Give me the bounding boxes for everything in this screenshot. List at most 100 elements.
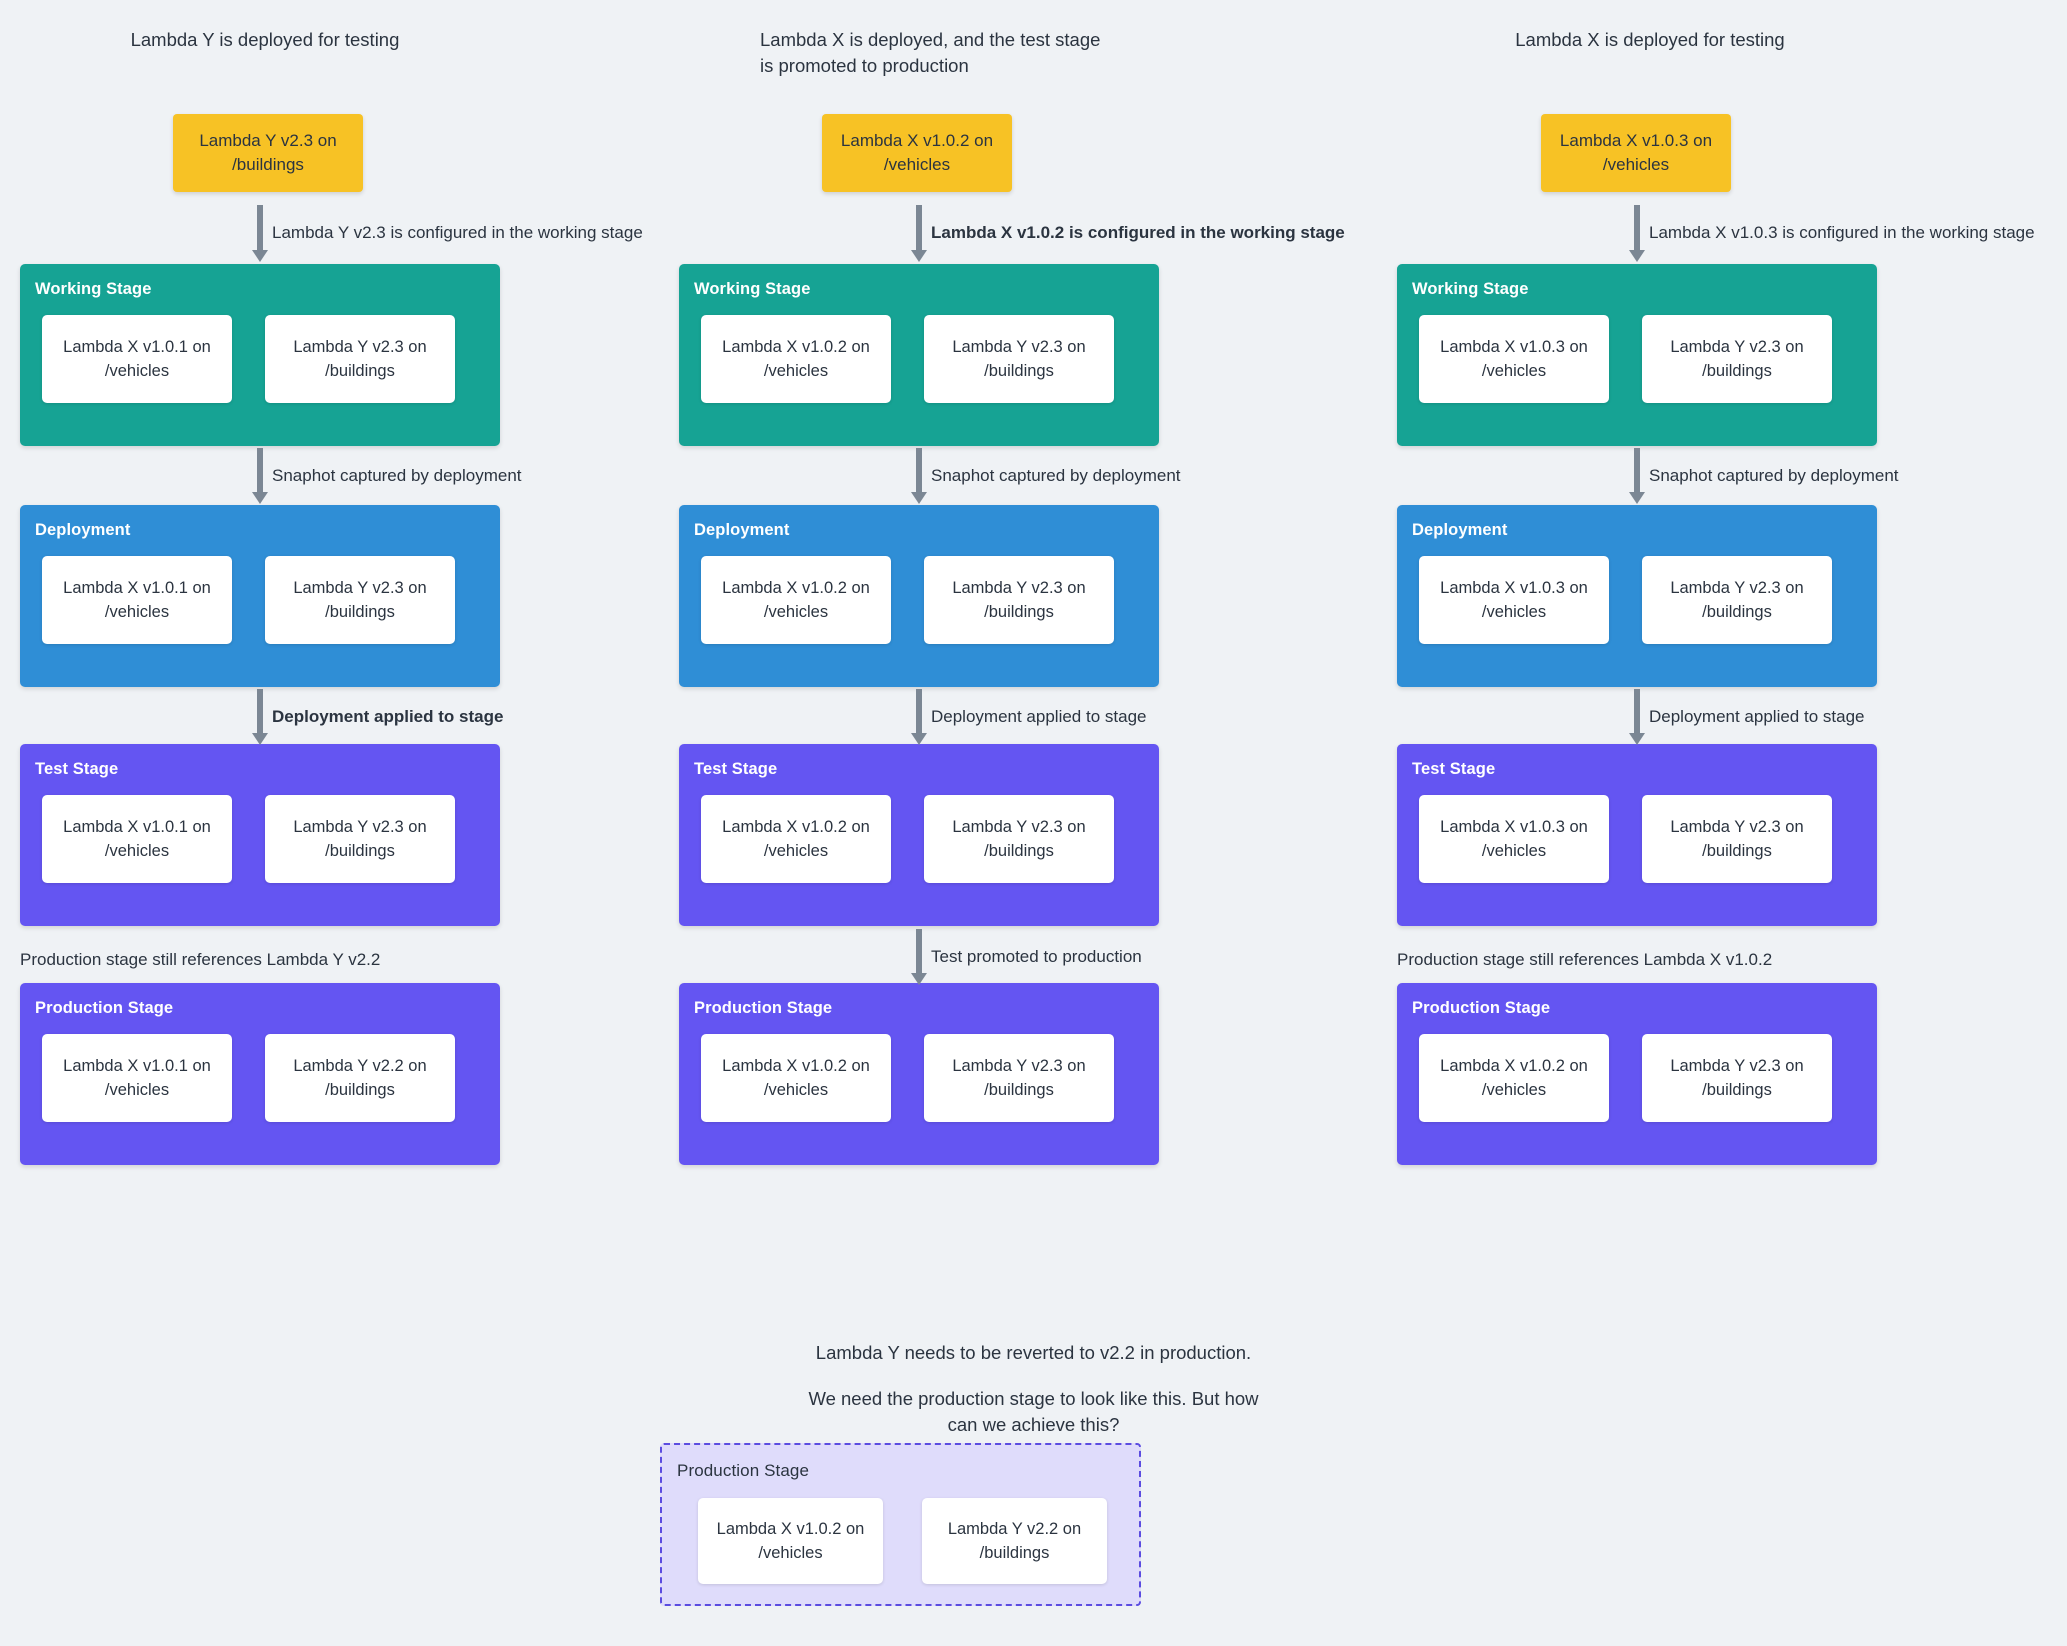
lambda-card: Lambda X v1.0.3 on/vehicles (1419, 315, 1609, 403)
lambda-card: Lambda Y v2.3 on/buildings (1642, 1034, 1832, 1122)
lambda-card-line-1: Lambda X v1.0.3 on (1440, 579, 1588, 597)
lambda-card: Lambda Y v2.3 on/buildings (924, 1034, 1114, 1122)
stage-body: Lambda X v1.0.3 on/vehicles Lambda Y v2.3… (1419, 556, 1832, 644)
lambda-card-line-2: /vehicles (104, 842, 170, 860)
lambda-card: Lambda X v1.0.1 on/vehicles (42, 315, 232, 403)
flow-arrow-2-label: Snaphot captured by deployment (1649, 466, 1899, 485)
lambda-card-line-1: Lambda X v1.0.2 on (722, 338, 870, 356)
lambda-card-line-2: /buildings (979, 1544, 1050, 1562)
lambda-card: Lambda Y v2.3 on/buildings (265, 556, 455, 644)
lambda-card: Lambda Y v2.3 on/buildings (1642, 315, 1832, 403)
production-note-label: Production stage still references Lambda… (20, 950, 381, 969)
lambda-card-line-2: /vehicles (763, 362, 829, 380)
lambda-card-line-2: /vehicles (1481, 842, 1547, 860)
lambda-card-line-1: Lambda Y v2.3 on (293, 338, 427, 356)
lambda-card-line-1: Lambda Y v2.3 on (952, 338, 1086, 356)
stage-body: Lambda X v1.0.1 on/vehicles Lambda Y v2.3… (42, 795, 455, 883)
lambda-card-line-1: Lambda X v1.0.3 on (1440, 338, 1588, 356)
stage-title: Production Stage (694, 999, 833, 1017)
source-lambda-line-2: /vehicles (883, 155, 951, 174)
lambda-card-line-2: /buildings (1702, 603, 1772, 621)
source-lambda-box: Lambda X v1.0.3 on/vehicles (1541, 114, 1731, 192)
stage-title: Working Stage (694, 280, 811, 298)
stage-body: Lambda X v1.0.3 on/vehicles Lambda Y v2.3… (1419, 315, 1832, 403)
lambda-card: Lambda Y v2.3 on/buildings (265, 795, 455, 883)
lambda-card-line-2: /buildings (1702, 1081, 1772, 1099)
lambda-card-line-1: Lambda X v1.0.2 on (716, 1520, 865, 1538)
lambda-card: Lambda Y v2.3 on/buildings (924, 315, 1114, 403)
lambda-card: Lambda X v1.0.3 on/vehicles (1419, 556, 1609, 644)
lambda-card-line-2: /buildings (325, 842, 395, 860)
lambda-card-line-1: Lambda Y v2.3 on (1670, 579, 1804, 597)
lambda-card: Lambda Y v2.2 on /buildings (922, 1498, 1107, 1584)
lambda-card-line-2: /vehicles (758, 1544, 823, 1562)
lambda-card: Lambda X v1.0.2 on/vehicles (701, 556, 891, 644)
lambda-card: Lambda X v1.0.2 on /vehicles (698, 1498, 883, 1584)
stage-title: Deployment (1412, 521, 1508, 539)
lambda-card: Lambda X v1.0.3 on/vehicles (1419, 795, 1609, 883)
stage-title: Test Stage (1412, 760, 1496, 778)
flow-arrow-3-icon (1629, 689, 1645, 745)
source-lambda-line-2: /vehicles (1602, 155, 1670, 174)
source-lambda-box: Lambda X v1.0.2 on/vehicles (822, 114, 1012, 192)
source-lambda-line-2: /buildings (232, 155, 304, 174)
flow-arrow-3-label: Deployment applied to stage (1649, 707, 1865, 726)
column-title-line-1: Lambda X is deployed, and the test stage (760, 29, 1101, 50)
flow-arrow-4-icon (911, 929, 927, 985)
lambda-card: Lambda X v1.0.1 on/vehicles (42, 556, 232, 644)
lambda-card-line-1: Lambda X v1.0.1 on (63, 338, 211, 356)
lambda-card-line-2: /vehicles (1481, 1081, 1547, 1099)
flow-arrow-4-label: Test promoted to production (931, 947, 1142, 966)
flow-arrow-2-icon (911, 448, 927, 504)
lambda-card-line-2: /vehicles (763, 842, 829, 860)
lambda-card-line-2: /vehicles (763, 1081, 829, 1099)
stage-body: Lambda X v1.0.2 on/vehicles Lambda Y v2.3… (1419, 1034, 1832, 1122)
stage-title: Production Stage (35, 999, 174, 1017)
lambda-card-line-1: Lambda X v1.0.2 on (1440, 1057, 1588, 1075)
stage-title: Production Stage (1412, 999, 1551, 1017)
stage-title: Test Stage (694, 760, 778, 778)
lambda-card-line-2: /buildings (984, 842, 1054, 860)
lambda-card-line-2: /buildings (984, 603, 1054, 621)
flow-arrow-2-label: Snaphot captured by deployment (931, 466, 1181, 485)
flow-arrow-1-icon (252, 205, 268, 262)
flow-arrow-1-label: Lambda X v1.0.2 is configured in the wor… (931, 223, 1345, 242)
lambda-card-line-2: /buildings (984, 1081, 1054, 1099)
lambda-card-line-1: Lambda Y v2.3 on (1670, 1057, 1804, 1075)
lambda-card-line-2: /vehicles (1481, 603, 1547, 621)
lambda-card: Lambda X v1.0.2 on/vehicles (1419, 1034, 1609, 1122)
lambda-card-line-2: /vehicles (104, 362, 170, 380)
flow-arrow-3-label: Deployment applied to stage (272, 707, 504, 726)
lambda-card-line-1: Lambda Y v2.3 on (1670, 338, 1804, 356)
lambda-card-line-1: Lambda X v1.0.1 on (63, 818, 211, 836)
lambda-card: Lambda Y v2.3 on/buildings (924, 795, 1114, 883)
flow-arrow-1-icon (1629, 205, 1645, 262)
lambda-card-line-1: Lambda Y v2.3 on (952, 1057, 1086, 1075)
column-title-line-2: is promoted to production (760, 55, 969, 76)
stage-body: Lambda X v1.0.1 on/vehicles Lambda Y v2.3… (42, 556, 455, 644)
lambda-card-line-1: Lambda X v1.0.2 on (722, 579, 870, 597)
lambda-card: Lambda X v1.0.2 on/vehicles (701, 315, 891, 403)
target-production-stage-body: Lambda X v1.0.2 on /vehicles Lambda Y v2… (698, 1498, 1107, 1584)
lambda-card: Lambda Y v2.3 on/buildings (265, 315, 455, 403)
lambda-card-line-2: /vehicles (104, 1081, 170, 1099)
lambda-card-line-1: Lambda X v1.0.2 on (722, 1057, 870, 1075)
stage-title: Deployment (35, 521, 131, 539)
production-note-label: Production stage still references Lambda… (1397, 950, 1773, 969)
stage-body: Lambda X v1.0.2 on/vehicles Lambda Y v2.3… (701, 1034, 1114, 1122)
lambda-card-line-2: /buildings (1702, 842, 1772, 860)
stage-body: Lambda X v1.0.2 on/vehicles Lambda Y v2.3… (701, 315, 1114, 403)
lambda-card-line-1: Lambda X v1.0.1 on (63, 579, 211, 597)
source-lambda-box: Lambda Y v2.3 on/buildings (173, 114, 363, 192)
lambda-card-line-1: Lambda Y v2.2 on (947, 1520, 1082, 1538)
